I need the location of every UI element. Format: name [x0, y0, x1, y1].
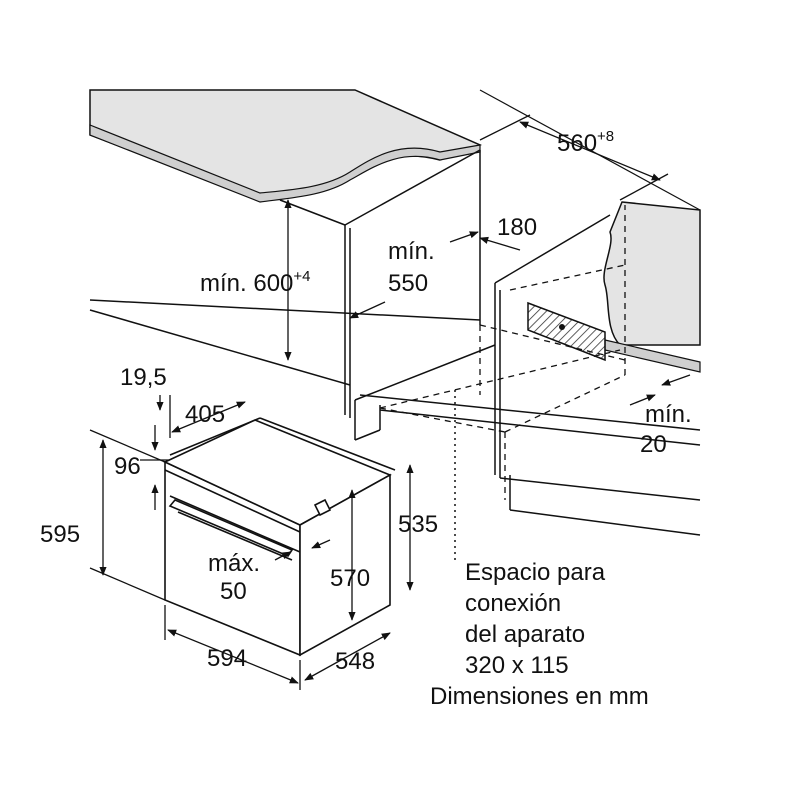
note-line-2: conexión — [465, 590, 562, 617]
oven-depth-label: 548 — [335, 648, 376, 675]
connection-space-box — [527, 301, 606, 362]
panel-depth-label: 405 — [185, 401, 226, 428]
panel-thickness-label: 19,5 — [120, 364, 167, 391]
oven-width-label: 594 — [207, 645, 248, 672]
min-height-tolerance: +4 — [293, 268, 311, 285]
oven-body — [163, 417, 396, 657]
note-line-3: del aparato — [465, 621, 586, 648]
min-height-value: 600 — [253, 270, 294, 297]
niche-min-label: mín. — [388, 238, 435, 265]
min-height-prefix: mín. — [200, 270, 247, 297]
countertop-left — [89, 89, 482, 203]
note-line-1: Espacio para — [465, 559, 606, 586]
connection-point-icon — [559, 324, 565, 330]
top-gap-label: 96 — [114, 453, 141, 480]
note-line-4: 320 x 115 — [465, 652, 569, 679]
handle-max-label: máx. — [208, 550, 261, 577]
units-note: Dimensiones en mm — [430, 683, 649, 710]
inner-height-label: 570 — [330, 565, 371, 592]
niche-min-value: 550 — [388, 270, 429, 297]
body-height-label: 535 — [398, 511, 439, 538]
depth-top-value: 560 — [557, 130, 598, 157]
handle-max-value: 50 — [220, 578, 247, 605]
gap-rear-label: 180 — [497, 214, 538, 241]
oven-height-label: 595 — [40, 521, 81, 548]
side-min-value: 20 — [640, 431, 667, 458]
side-min-label: mín. — [645, 401, 692, 428]
depth-top-label: 560+8 — [557, 129, 614, 157]
dimension-lines — [89, 114, 691, 690]
countertop-right — [603, 201, 701, 373]
min-height-label: mín. 600+4 — [200, 269, 311, 297]
cabinet-niche — [89, 89, 701, 536]
depth-top-tolerance: +8 — [597, 128, 615, 145]
